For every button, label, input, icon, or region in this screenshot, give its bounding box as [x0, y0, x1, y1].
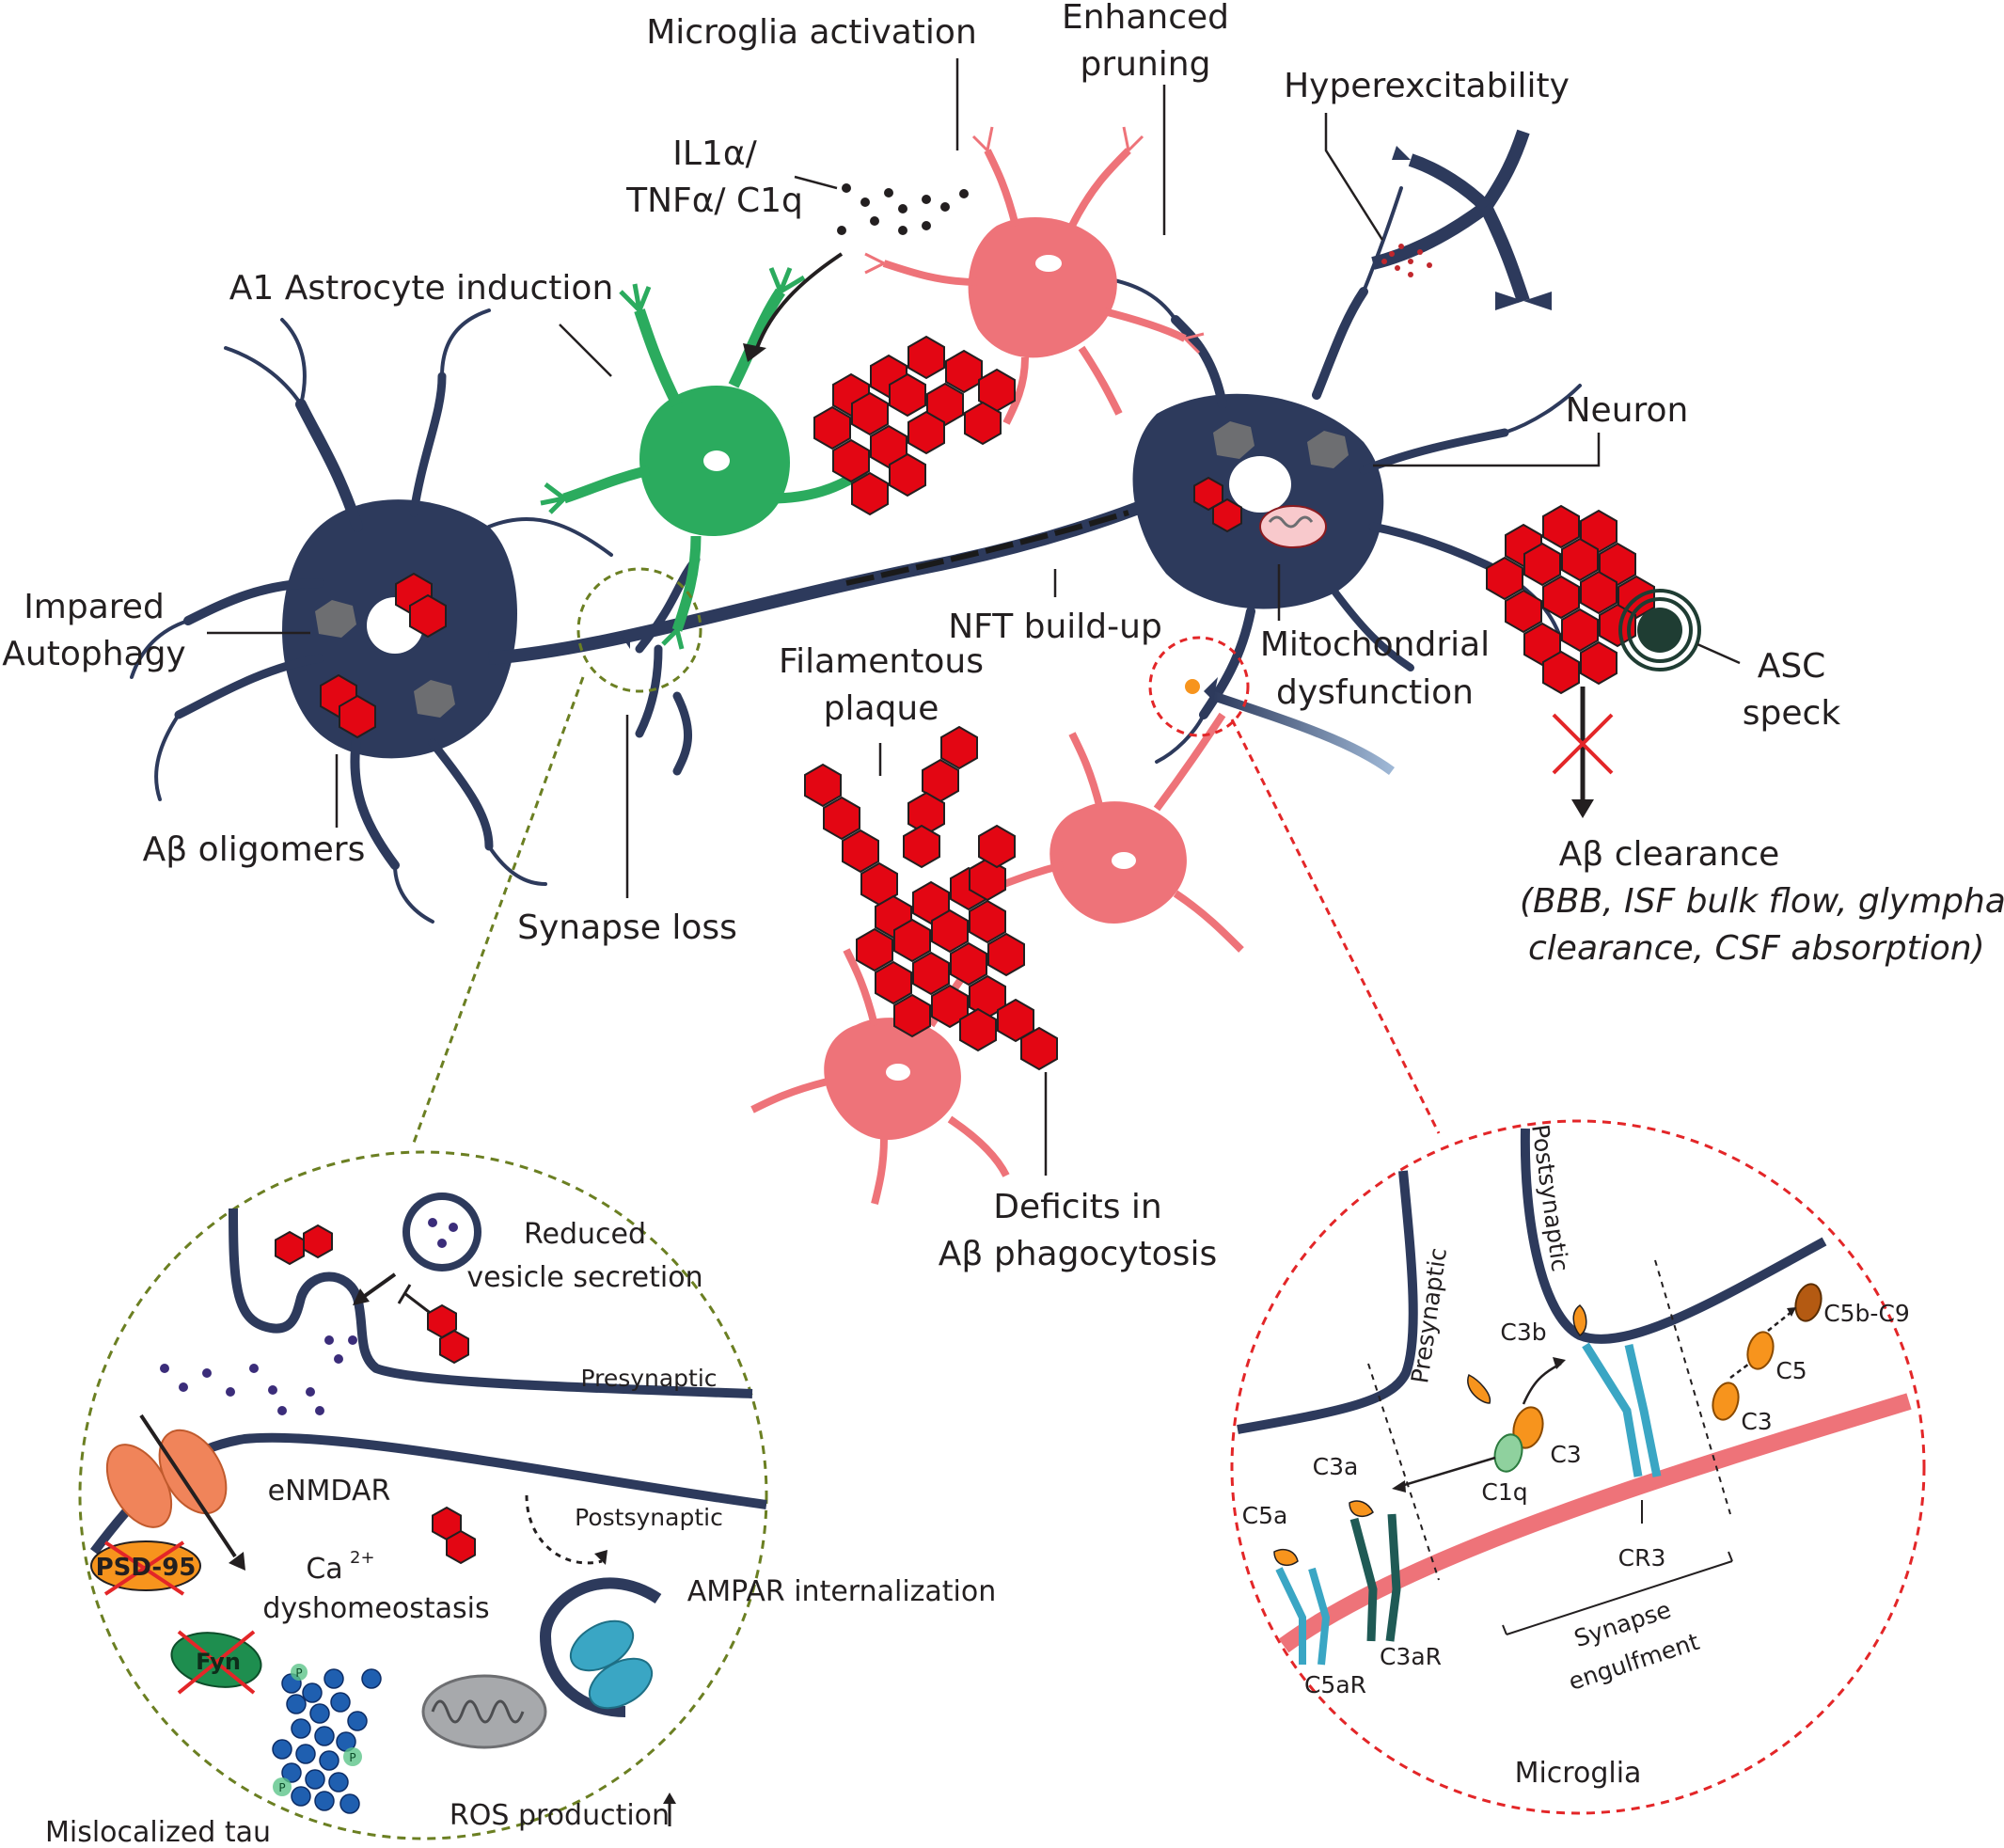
cytokine-dots	[837, 183, 969, 235]
label-asc-1: ASC	[1758, 647, 1826, 686]
synapse-focus-red	[1148, 636, 1250, 737]
cytokine-arrow	[755, 252, 844, 349]
ab-plaque-asc	[1486, 505, 1655, 694]
label-p-2: P	[349, 1751, 355, 1764]
label-c3-right: C3	[1741, 1408, 1772, 1435]
label-c3ar: C3aR	[1380, 1643, 1442, 1670]
label-impared: Impared	[24, 588, 165, 626]
microglia-right	[976, 712, 1244, 953]
label-c1q: C1q	[1481, 1478, 1527, 1506]
label-c5: C5	[1775, 1357, 1807, 1384]
label-microglia-inset: Microglia	[1515, 1757, 1642, 1790]
leader	[559, 324, 612, 377]
microglia-top	[864, 126, 1205, 425]
hyperexcitability-dots	[1381, 244, 1432, 277]
ab-oligomer	[409, 594, 447, 638]
right-neuron	[1098, 186, 1582, 764]
label-autophagy: Autophagy	[2, 635, 185, 673]
label-hyperexcitability: Hyperexcitability	[1284, 67, 1570, 105]
label-psd95: PSD-95	[96, 1554, 197, 1582]
label-ampar: AMPAR internalization	[687, 1575, 997, 1608]
label-c3a: C3a	[1313, 1453, 1359, 1480]
label-clearance-paren-2: clearance, CSF absorption)	[1528, 929, 1985, 968]
label-asc-2: speck	[1743, 694, 1841, 733]
label-c5b-c9: C5b-C9	[1823, 1300, 1910, 1327]
zoom-line	[1230, 719, 1441, 1134]
label-tnfa-c1q: TNFα/ C1q	[625, 182, 803, 220]
filamentous-plaque	[804, 726, 1058, 1070]
label-c5a: C5a	[1242, 1502, 1288, 1529]
label-nft: NFT build-up	[948, 608, 1162, 646]
synapse-marker	[1185, 679, 1200, 694]
label-cr3: CR3	[1618, 1544, 1666, 1572]
label-deficits-1: Deficits in	[993, 1188, 1161, 1226]
label-reduced-2: vesicle secretion	[466, 1261, 702, 1294]
label-ab-clearance: Aβ clearance	[1559, 835, 1780, 874]
ab-oligomer	[1212, 498, 1242, 532]
label-mislocalized-tau: Mislocalized tau	[45, 1816, 271, 1848]
label-fyn: Fyn	[196, 1649, 241, 1675]
label-reduced-1: Reduced	[524, 1218, 646, 1251]
asc-speck	[1618, 589, 1701, 671]
ab-oligomer	[339, 695, 376, 738]
label-mito-2: dysfunction	[1276, 673, 1474, 712]
blocked-x	[1552, 713, 1614, 775]
zoom-line	[412, 676, 585, 1144]
label-synapse-loss: Synapse loss	[517, 908, 737, 947]
label-c3: C3	[1550, 1441, 1581, 1468]
label-enhanced: Enhanced	[1062, 0, 1229, 37]
label-ca-sup: 2+	[350, 1548, 375, 1568]
label-clearance-paren-1: (BBB, ISF bulk flow, glymphatic	[1520, 882, 2004, 921]
label-microglia-activation: Microglia activation	[646, 13, 977, 52]
nft-fibers	[845, 510, 1129, 586]
label-a1-astrocyte: A1 Astrocyte induction	[229, 269, 614, 308]
synapse-terminal	[621, 635, 630, 649]
label-ab-oligomers: Aβ oligomers	[143, 830, 366, 869]
label-c5ar: C5aR	[1304, 1671, 1366, 1698]
label-p-3: P	[278, 1781, 285, 1794]
label-p-1: P	[295, 1666, 302, 1680]
label-enmdar: eNMDAR	[268, 1475, 391, 1508]
label-ca: Ca	[306, 1553, 342, 1586]
label-dyshomeostasis: dyshomeostasis	[262, 1592, 489, 1625]
label-presynaptic: Presynaptic	[580, 1365, 717, 1392]
left-inset	[78, 1150, 768, 1840]
label-postsynaptic: Postsynaptic	[575, 1504, 723, 1531]
label-filamentous: Filamentous	[779, 642, 984, 681]
label-c3b: C3b	[1500, 1319, 1546, 1346]
label-pruning: pruning	[1081, 45, 1211, 84]
leader	[1696, 642, 1741, 665]
leader	[1324, 113, 1384, 241]
leader	[1373, 433, 1601, 467]
hyperexcitable-neuron	[1371, 129, 1552, 310]
label-deficits-2: Aβ phagocytosis	[939, 1235, 1217, 1273]
label-il1a: IL1α/	[672, 134, 757, 173]
leader	[794, 175, 838, 190]
label-neuron: Neuron	[1566, 391, 1689, 430]
label-mito-1: Mitochondrial	[1260, 625, 1490, 664]
label-ros: ROS production	[450, 1799, 670, 1832]
synapse-focus-green	[576, 567, 702, 693]
right-inset	[1230, 1119, 1926, 1815]
label-plaque: plaque	[824, 689, 939, 728]
a1-astrocyte	[540, 267, 869, 650]
